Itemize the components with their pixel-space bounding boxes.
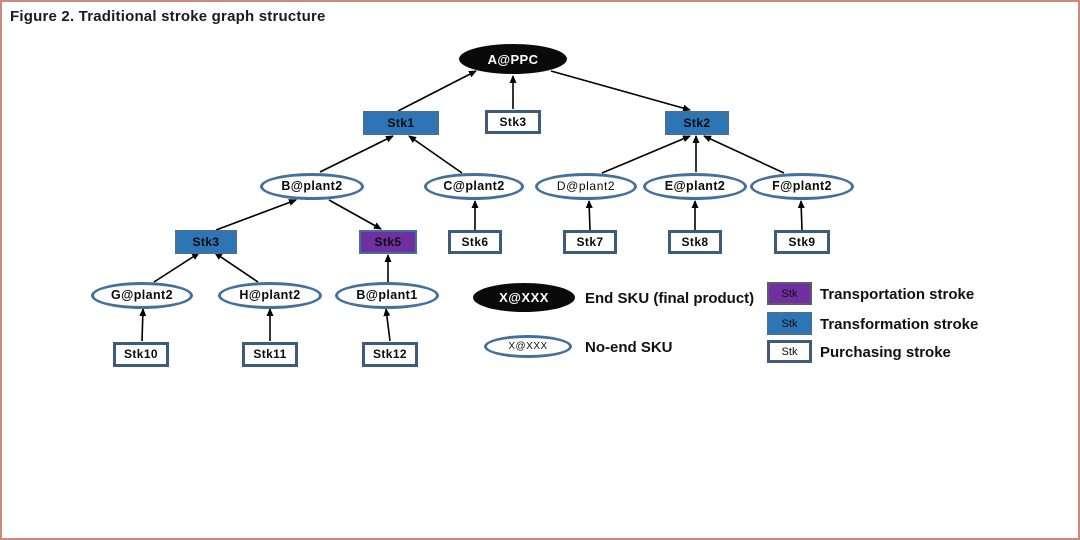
legend-end-sku-label: End SKU (final product) [585,289,755,307]
legend-purchasing-label: Purchasing stroke [820,343,951,361]
node-stk8-label: Stk8 [681,235,709,249]
node-g-plant2-label: G@plant2 [111,288,173,302]
node-stk11: Stk11 [242,341,298,367]
edge-stk9-to-f-plant2 [797,200,805,231]
edge-stk1-to-appc [397,70,477,112]
legend-purchasing-swatch: Stk [767,340,812,363]
edge-stk10-to-g-plant2 [139,308,147,342]
legend-no-end-sku-symbol: X@XXX [484,335,572,358]
node-stk9-label: Stk9 [788,235,816,249]
node-e-plant2: E@plant2 [643,172,747,200]
node-appc-label: A@PPC [487,51,539,67]
node-h-plant2-label: H@plant2 [239,288,301,302]
node-d-plant2: D@plant2 [535,172,637,200]
node-d-plant2-label: D@plant2 [556,179,616,193]
node-stk1-label: Stk1 [387,116,415,130]
edge-b-plant2-to-stk1 [319,135,394,173]
node-stk6-label: Stk6 [461,235,489,249]
node-stk6: Stk6 [448,230,502,254]
figure-title: Figure 2. Traditional stroke graph struc… [10,8,326,25]
edge-d-plant2-to-stk2 [601,135,691,174]
node-stk8: Stk8 [668,230,722,254]
node-stk2-label: Stk2 [683,116,711,130]
node-stk1: Stk1 [363,111,439,135]
edge-stk7-to-d-plant2 [585,200,593,231]
legend-transportation-label: Transportation stroke [820,285,975,303]
node-c-plant2-label: C@plant2 [443,179,505,193]
node-stk10-label: Stk10 [123,347,159,361]
node-stk5: Stk5 [359,230,417,254]
legend-end-sku-symbol: X@XXX [473,283,575,312]
node-appc: A@PPC [459,44,567,74]
node-e-plant2-label: E@plant2 [664,179,726,193]
node-h-plant2: H@plant2 [218,281,322,309]
node-stk9: Stk9 [774,230,830,254]
edge-stk3-mid-to-b-plant2 [215,199,297,231]
legend-transformation-label: Transformation stroke [820,315,979,333]
node-g-plant2: G@plant2 [91,281,193,309]
legend-transportation-swatch: Stk [767,282,812,305]
edge-f-plant2-to-stk2 [703,135,785,174]
node-stk7: Stk7 [563,230,617,254]
legend-no-end-sku-symbol-text: X@XXX [508,341,548,352]
node-f-plant2: F@plant2 [750,172,854,200]
edge-g-plant2-to-stk3-mid [153,252,200,283]
node-stk2: Stk2 [665,111,729,135]
node-stk10: Stk10 [113,341,169,367]
node-b-plant2-label: B@plant2 [281,179,343,193]
edge-stk12-to-b-plant1 [383,308,391,342]
legend-transportation-swatch-text: Stk [781,287,798,300]
edge-c-plant2-to-stk1 [408,135,463,174]
node-stk3-mid-label: Stk3 [192,235,220,249]
node-stk7-label: Stk7 [576,235,604,249]
node-c-plant2: C@plant2 [424,172,524,200]
node-f-plant2-label: F@plant2 [772,179,832,193]
edge-appc-to-stk2 [550,70,691,112]
node-stk12-label: Stk12 [372,347,408,361]
legend-no-end-sku-label: No-end SKU [585,338,673,356]
legend-transformation-swatch: Stk [767,312,812,335]
node-stk12: Stk12 [362,341,418,367]
edge-b-plant2-to-stk5 [328,199,382,230]
legend-purchasing-swatch-text: Stk [781,345,798,358]
node-stk3-top-label: Stk3 [499,115,527,129]
node-stk5-label: Stk5 [374,235,402,249]
node-b-plant1-label: B@plant1 [356,288,418,302]
legend-transformation-swatch-text: Stk [781,317,798,330]
node-b-plant2: B@plant2 [260,172,364,200]
node-stk11-label: Stk11 [253,347,287,361]
node-b-plant1: B@plant1 [335,281,439,309]
edge-h-plant2-to-stk3-mid [214,252,259,283]
legend-end-sku-symbol-text: X@XXX [499,290,549,305]
node-stk3-top: Stk3 [485,110,541,134]
node-stk3-mid: Stk3 [175,230,237,254]
